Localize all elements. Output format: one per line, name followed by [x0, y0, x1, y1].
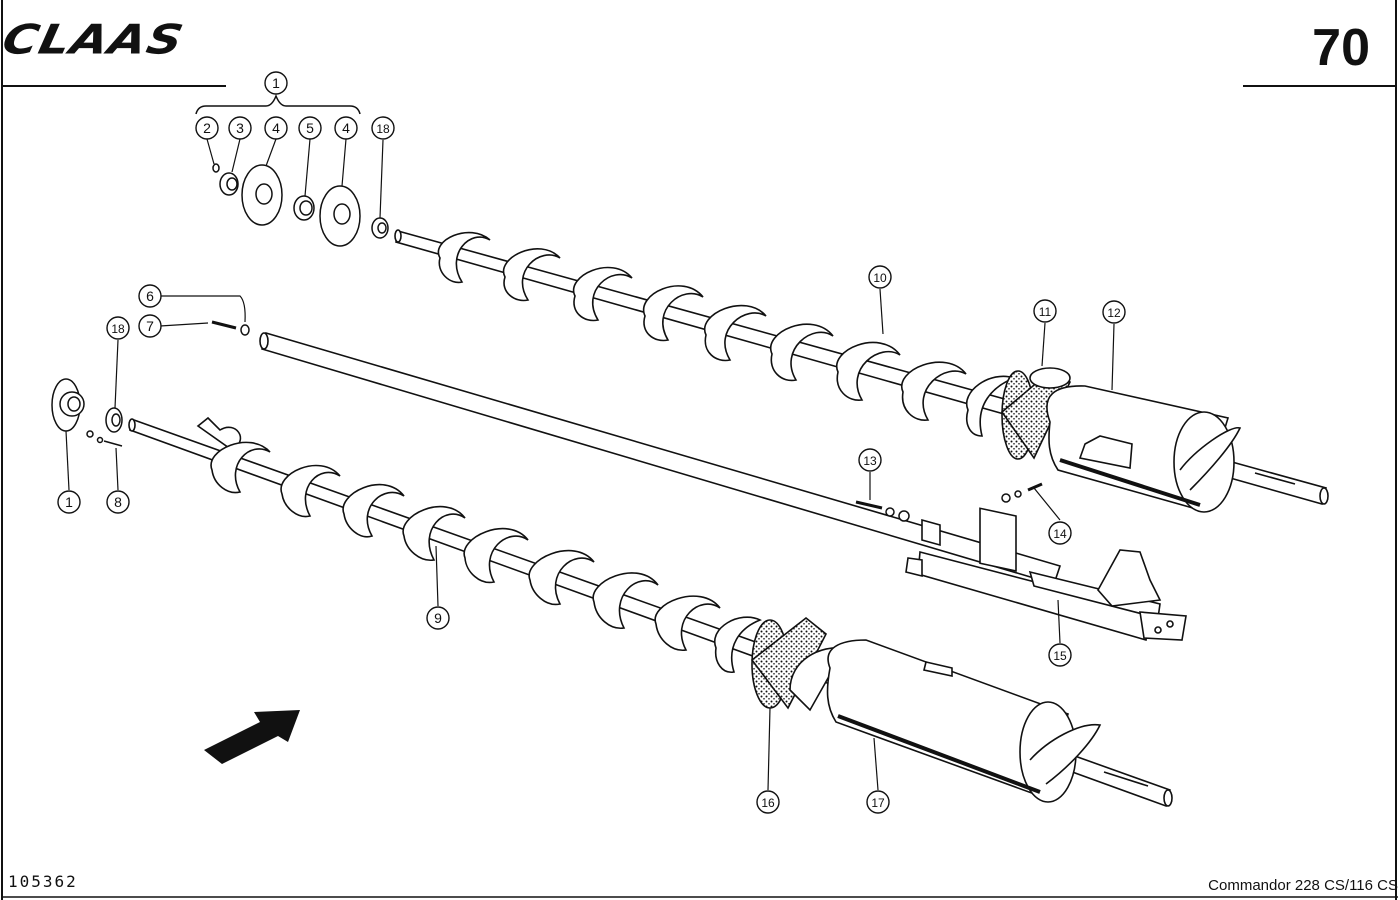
direction-arrow	[204, 710, 300, 764]
page-number: 70	[1312, 19, 1370, 77]
callout-circle	[106, 316, 130, 340]
callout-circle	[195, 116, 219, 140]
callout-12: 12	[1102, 300, 1126, 324]
callout-18: 18	[106, 316, 130, 340]
callout-circle	[1102, 300, 1126, 324]
callout-circle	[371, 116, 395, 140]
callout-label: 16	[761, 796, 775, 810]
callout-9: 9	[426, 606, 450, 630]
callout-label: 10	[873, 271, 887, 285]
callout-circle	[868, 265, 892, 289]
callout-circle	[426, 606, 450, 630]
callout-circle	[298, 116, 322, 140]
callout-circle	[264, 116, 288, 140]
callout-label: 17	[871, 796, 885, 810]
model-name: Commandor 228 CS/116 CS	[1208, 877, 1398, 894]
callout-circle	[1048, 521, 1072, 545]
callout-label: 18	[111, 322, 125, 336]
bearing-parts-lower	[51, 320, 1043, 522]
callout-8: 8	[106, 490, 130, 514]
callout-label: 7	[146, 318, 154, 334]
callout-circle	[228, 116, 252, 140]
callout-label: 1	[272, 75, 280, 91]
callout-4: 4	[264, 116, 288, 140]
callout-label: 2	[203, 120, 211, 136]
callout-label: 11	[1039, 305, 1052, 319]
callout-label: 3	[236, 120, 244, 136]
callout-label: 4	[342, 120, 350, 136]
callout-18: 18	[371, 116, 395, 140]
callout-label: 6	[146, 288, 154, 304]
callout-15: 15	[1048, 643, 1072, 667]
upper-auger	[394, 229, 1329, 513]
document-id: 105362	[8, 872, 78, 891]
callout-label: 18	[376, 122, 390, 136]
callout-circle	[106, 490, 130, 514]
callout-circle	[866, 790, 890, 814]
callout-circle	[1033, 299, 1057, 323]
callout-circle	[756, 790, 780, 814]
callout-label: 12	[1107, 306, 1121, 320]
callout-16: 16	[756, 790, 780, 814]
bearing-parts-upper	[212, 163, 389, 247]
callout-6: 6	[138, 284, 162, 308]
callout-14: 14	[1048, 521, 1072, 545]
callout-7: 7	[138, 314, 162, 338]
callout-1: 1	[57, 490, 81, 514]
callout-label: 4	[272, 120, 280, 136]
callout-label: 9	[434, 610, 442, 626]
callout-2: 2	[195, 116, 219, 140]
callout-5: 5	[298, 116, 322, 140]
callout-3: 3	[228, 116, 252, 140]
callout-label: 13	[863, 454, 877, 468]
support-tube	[259, 331, 1187, 642]
callout-label: 14	[1053, 527, 1067, 541]
callout-10: 10	[868, 265, 892, 289]
callout-11: 11	[1033, 299, 1057, 323]
lower-auger	[128, 416, 1173, 808]
callout-label: 5	[306, 120, 314, 136]
callout-label: 8	[114, 494, 122, 510]
callout-1: 1	[264, 71, 288, 95]
callout-label: 1	[65, 494, 73, 510]
group-bracket	[195, 93, 361, 115]
callout-circle	[334, 116, 358, 140]
leader-lines	[65, 138, 1115, 791]
callout-circle	[57, 490, 81, 514]
callout-circle	[138, 314, 162, 338]
callout-17: 17	[866, 790, 890, 814]
callout-4: 4	[334, 116, 358, 140]
callout-label: 15	[1053, 649, 1067, 663]
callout-13: 13	[858, 448, 882, 472]
callout-circle	[138, 284, 162, 308]
callout-circle	[858, 448, 882, 472]
callout-circle	[264, 71, 288, 95]
callout-circle	[1048, 643, 1072, 667]
